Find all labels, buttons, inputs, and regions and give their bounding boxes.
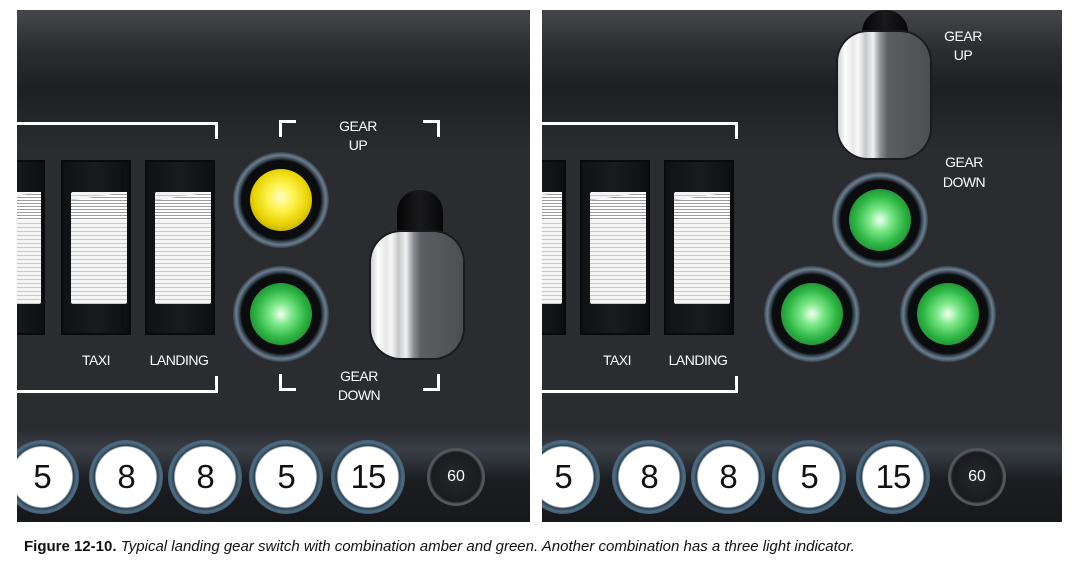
taxi-switch[interactable] bbox=[61, 160, 131, 335]
landing-switch[interactable] bbox=[145, 160, 215, 335]
taxi-switch[interactable] bbox=[580, 160, 650, 335]
gear-down-bracket-right bbox=[423, 374, 440, 391]
gear-up-label-2: UP bbox=[348, 137, 368, 153]
right-panel: TAXI LANDING GEAR UP GEAR DOWN 5 8 8 5 1… bbox=[542, 10, 1062, 522]
gear-down-label-1: GEAR bbox=[945, 154, 983, 170]
gear-up-bracket-left bbox=[279, 120, 296, 137]
landing-label: LANDING bbox=[149, 352, 209, 368]
gear-down-label-2: DOWN bbox=[942, 174, 986, 190]
gauge-2: 8 bbox=[612, 440, 686, 514]
landing-switch[interactable] bbox=[664, 160, 734, 335]
gauge-4: 5 bbox=[249, 440, 323, 514]
gauge-6: 60 bbox=[948, 448, 1006, 506]
gauge-4: 5 bbox=[772, 440, 846, 514]
nose-gear-green-light bbox=[832, 172, 928, 268]
right-gear-green-light bbox=[900, 266, 996, 362]
landing-label: LANDING bbox=[668, 352, 728, 368]
amber-light bbox=[233, 152, 329, 248]
figure-caption-text: Typical landing gear switch with combina… bbox=[120, 538, 855, 555]
gauge-2: 8 bbox=[89, 440, 163, 514]
gauge-5: 15 bbox=[331, 440, 405, 514]
switch-partial[interactable] bbox=[542, 160, 566, 335]
gauge-5: 15 bbox=[856, 440, 930, 514]
gear-lever-knob[interactable] bbox=[838, 32, 930, 158]
figure-caption: Figure 12-10. Typical landing gear switc… bbox=[24, 538, 855, 555]
switch-group-bottom-bracket bbox=[17, 376, 218, 393]
left-panel: TAXI LANDING GEAR UP GEAR DOWN 5 8 8 5 1… bbox=[17, 10, 530, 522]
taxi-label: TAXI bbox=[81, 352, 111, 368]
taxi-label: TAXI bbox=[602, 352, 632, 368]
switch-group-top-bracket bbox=[542, 122, 738, 139]
gear-down-label-1: GEAR bbox=[340, 368, 378, 384]
switch-partial[interactable] bbox=[17, 160, 45, 335]
gauge-3: 8 bbox=[691, 440, 765, 514]
figure-number: Figure 12-10. bbox=[24, 538, 117, 555]
green-light bbox=[233, 266, 329, 362]
left-gear-green-light bbox=[764, 266, 860, 362]
gear-up-bracket-right bbox=[423, 120, 440, 137]
gear-down-label-2: DOWN bbox=[337, 387, 381, 403]
gear-down-bracket-left bbox=[279, 374, 296, 391]
gear-up-label-1: GEAR bbox=[944, 28, 982, 44]
gear-up-label-1: GEAR bbox=[339, 118, 377, 134]
gauge-6: 60 bbox=[427, 448, 485, 506]
gauge-1: 5 bbox=[17, 440, 79, 514]
gear-lever-knob[interactable] bbox=[371, 232, 463, 358]
switch-group-top-bracket bbox=[17, 122, 218, 139]
switch-group-bottom-bracket bbox=[542, 376, 738, 393]
gauge-3: 8 bbox=[168, 440, 242, 514]
gauge-1: 5 bbox=[542, 440, 600, 514]
gear-up-label-2: UP bbox=[953, 47, 973, 63]
